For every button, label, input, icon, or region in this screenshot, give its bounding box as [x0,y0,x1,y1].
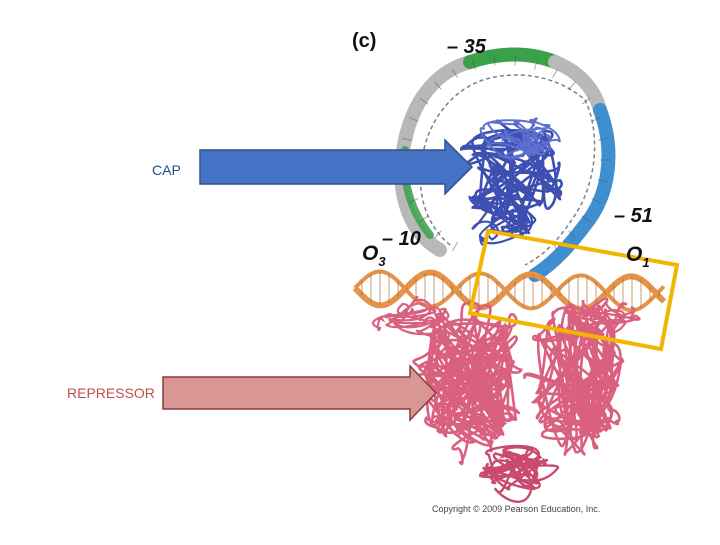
dna-loop-gray-strand [394,55,477,257]
repressor-protein-chain-bottom [478,444,560,503]
dna-loop-rung [514,55,517,66]
dna-loop-rung [434,81,442,90]
dna-loop-rung [533,59,538,70]
copyright-text: Copyright © 2009 Pearson Education, Inc. [432,504,601,514]
dna-loop-rung [597,179,608,183]
operator-o3-sub: 3 [378,254,386,269]
dna-loop-rung [452,242,458,252]
cap-arrow [199,138,474,196]
dna-loop-rung [408,116,419,122]
cap-protein [460,117,563,247]
dna-loop-rung [408,198,419,204]
repressor-protein [372,295,641,503]
panel-label: (c) [352,30,377,52]
dna-loop-rung [493,55,496,66]
position-minus-10-label: – 10 [382,228,421,250]
dna-loop-blue-strand [528,103,616,282]
operator-o3-main: O [362,242,379,265]
dna-loop-rung [452,68,458,78]
dna-orange-helix [352,269,667,313]
dna-loop-rung [419,215,429,223]
operator-o3-label: O3 [362,242,386,269]
dna-loop-rung [568,230,576,239]
dna-loop-inner-line [419,74,596,266]
dna-loop-rung [597,137,608,141]
cap-protein-chain-upper [479,117,561,160]
dna-loop-rung [591,198,602,204]
position-minus-51-label: – 51 [614,205,653,227]
dna-loop-rung [581,97,591,105]
operator-o1-label: O1 [626,243,650,270]
operator-o1-main: O [626,243,643,266]
operator-o1-sub: 1 [642,255,650,270]
dna-loop-rung [419,97,429,105]
o1-highlight-box [467,228,680,352]
cap-label: CAP [152,162,181,178]
repressor-protein-chain-top-right [566,297,641,334]
dna-loop-rung [581,215,591,223]
repressor-label: REPRESSOR [67,385,155,401]
position-minus-35-label: – 35 [447,36,486,58]
dna-loop-rung [591,116,602,122]
cap-protein-chain-lower [468,192,537,247]
dna-loop-gray-strand-top [548,55,607,117]
dna-loop [394,47,616,282]
repressor-protein-chain-top-left [372,295,451,340]
dna-loop-rung [472,59,477,70]
dna-loop-rung [552,68,558,78]
cap-protein-chain [460,119,563,234]
dna-loop-rung [434,230,442,239]
dna-loop-rung [568,81,576,90]
dna-loop-green-strand [463,47,562,69]
repressor-protein-chain-left [411,301,524,466]
dna-loop-rung [402,137,413,141]
repressor-arrow [162,364,438,422]
